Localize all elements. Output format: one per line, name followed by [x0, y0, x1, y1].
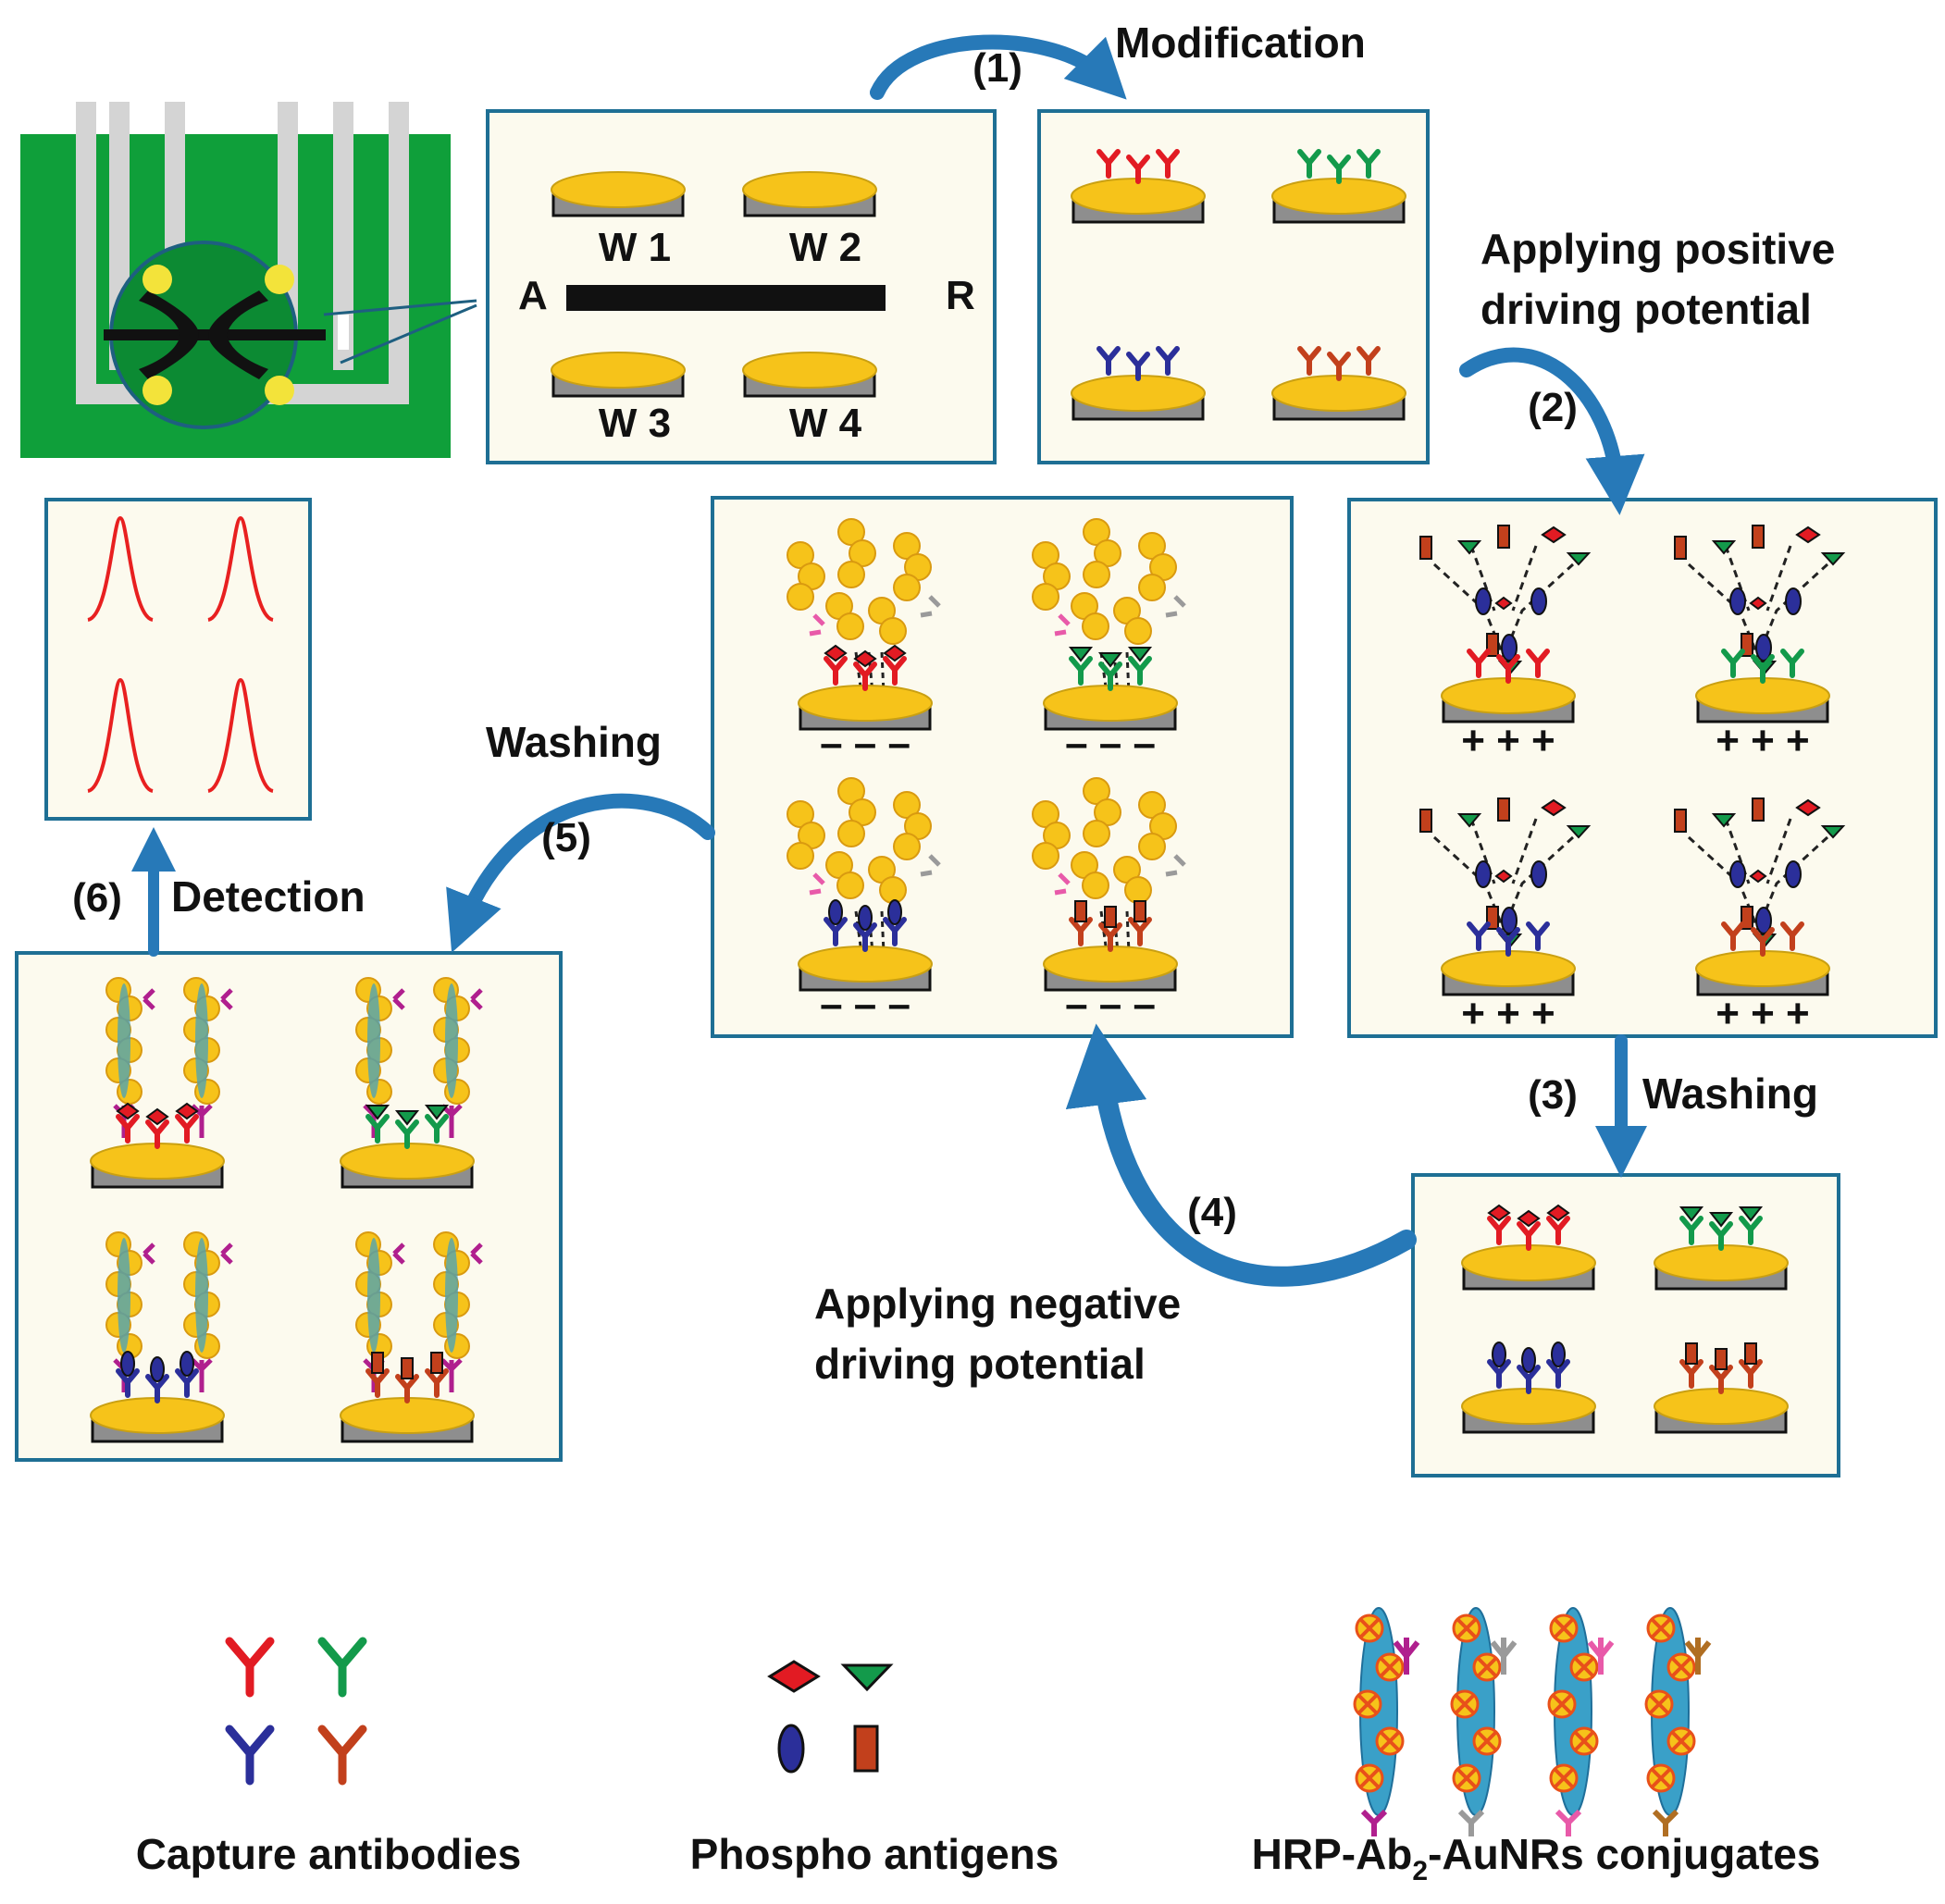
label-w4: W 4 [789, 401, 862, 446]
panel-negative-potential: – – – – – – – – – – – – [711, 496, 1294, 1038]
panel-detection-peaks [44, 498, 312, 821]
charge-negative-w3: – – – [820, 982, 911, 1027]
charge-positive-w4: + + + [1716, 991, 1810, 1036]
antigen-diamond-icon [767, 1660, 821, 1693]
step-1-label: (1) [972, 45, 1022, 91]
arrow-step5 [446, 793, 715, 953]
peak-w1 [87, 515, 154, 622]
legend-conjugates: HRP-Ab2-AuNRs conjugates [1252, 1608, 1821, 1886]
charge-negative-w4: – – – [1065, 982, 1156, 1027]
arrow-step1 [870, 34, 1127, 100]
step-2-label: (2) [1528, 385, 1578, 430]
panel-modified [1037, 109, 1430, 464]
charge-positive-w3: + + + [1461, 991, 1555, 1036]
arrow-step4 [1065, 1023, 1417, 1287]
step-3-label: (3) [1528, 1072, 1578, 1118]
washing-right-label: Washing [1642, 1069, 1818, 1118]
step-4-label: (4) [1187, 1190, 1237, 1235]
legend-conjugate-label: HRP-Ab2-AuNRs conjugates [1252, 1830, 1821, 1886]
modification-label: Modification [1115, 19, 1366, 67]
step-6-label: (6) [72, 875, 122, 921]
sensor-chip [20, 102, 477, 458]
negative-potential-line1: Applying negative [814, 1280, 1181, 1328]
panel-sandwich [15, 951, 563, 1462]
charge-positive-w1: + + + [1461, 718, 1555, 763]
label-w1: W 1 [599, 225, 671, 270]
charge-negative-w1: – – – [820, 721, 911, 766]
negative-potential-line2: driving potential [814, 1340, 1146, 1388]
panel-positive-potential: + + + + + + + + + + + + [1347, 498, 1938, 1038]
legend-capture-antibodies: Capture antibodies [136, 1641, 522, 1878]
washing-left-label: Washing [486, 718, 662, 766]
antigen-triangle-icon [840, 1663, 894, 1692]
label-w3: W 3 [599, 401, 671, 446]
arrow-step2 [1459, 347, 1645, 515]
peak-w2 [207, 515, 274, 622]
antigen-oval-icon [777, 1724, 805, 1774]
label-w2: W 2 [789, 225, 861, 270]
auxiliary-electrode-bar [566, 285, 886, 311]
panel-electrode-layout: W 1 W 2 W 3 W 4 A R [486, 109, 997, 464]
positive-potential-line1: Applying positive [1480, 225, 1835, 273]
positive-potential-line2: driving potential [1480, 285, 1812, 333]
legend-phospho-antigens: Phospho antigens [690, 1660, 1059, 1878]
label-reference: R [946, 273, 975, 318]
legend-phospho-label: Phospho antigens [690, 1830, 1059, 1878]
legend-capture-label: Capture antibodies [136, 1830, 522, 1878]
detection-label: Detection [171, 872, 365, 921]
charge-negative-w2: – – – [1065, 721, 1156, 766]
step-5-label: (5) [541, 815, 591, 860]
charge-positive-w2: + + + [1716, 718, 1810, 763]
peak-w4 [207, 677, 274, 793]
label-anode: A [518, 273, 548, 318]
process-arrows [131, 34, 1647, 1287]
antigen-rect-icon [853, 1725, 879, 1773]
panel-captured-antigens [1411, 1173, 1840, 1477]
peak-w3 [87, 677, 154, 793]
